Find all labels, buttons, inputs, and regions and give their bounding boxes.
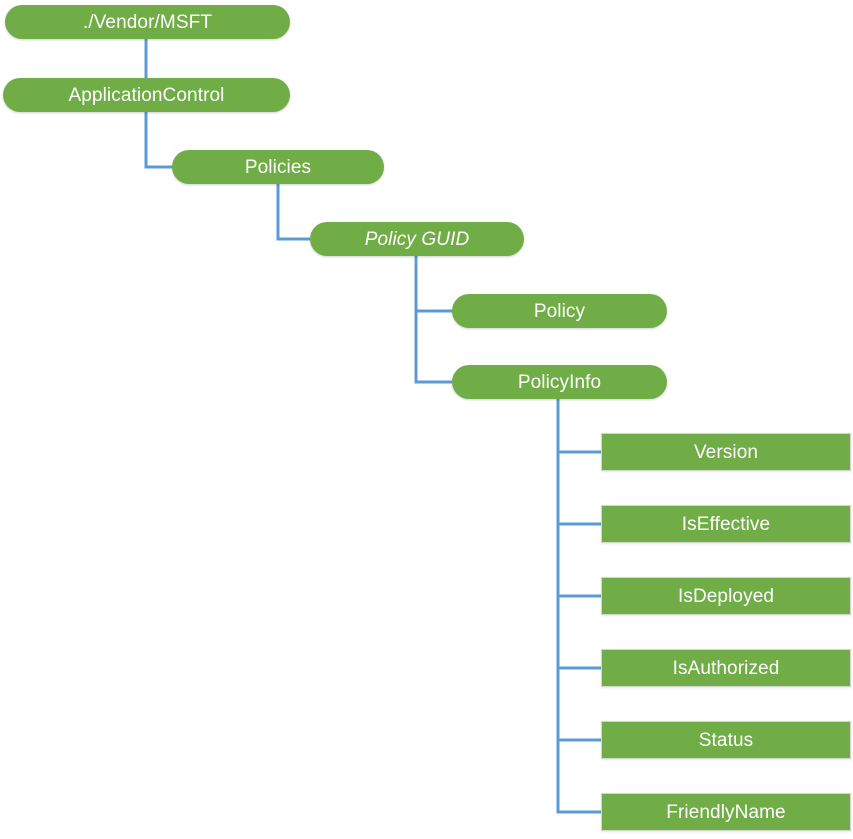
node-version[interactable]: Version [601,433,851,471]
node-application-control[interactable]: ApplicationControl [3,78,290,112]
connector-appcontrol-to-policies [144,112,172,169]
node-is-effective[interactable]: IsEffective [601,505,851,543]
connector-policyinfo-to-isdeployed [556,399,601,598]
node-friendly-name[interactable]: FriendlyName [601,793,851,831]
node-label-vendor-msft: ./Vendor/MSFT [82,11,213,33]
node-label-version: Version [693,441,759,463]
node-status[interactable]: Status [601,721,851,759]
node-policy-info[interactable]: PolicyInfo [452,365,667,399]
connector-policies-to-policyguid [276,184,310,241]
node-label-friendly-name: FriendlyName [666,801,786,823]
node-is-deployed[interactable]: IsDeployed [601,577,851,615]
node-label-policy-info: PolicyInfo [517,371,602,393]
connector-policyinfo-to-status [556,399,601,742]
connector-policyguid-to-policy [414,256,452,313]
node-label-policy-guid: Policy GUID [364,228,470,250]
connector-policyinfo-to-iseffective [556,399,601,526]
node-label-is-effective: IsEffective [681,513,771,535]
connector-policyinfo-to-friendlyname [556,399,601,814]
node-label-policies: Policies [244,156,312,178]
node-label-is-deployed: IsDeployed [677,585,775,607]
connector-policyguid-to-policyinfo [414,256,452,384]
connector-policyinfo-to-version [556,399,601,454]
node-policies[interactable]: Policies [172,150,384,184]
node-label-status: Status [698,729,754,751]
node-label-application-control: ApplicationControl [68,84,225,106]
node-policy-guid[interactable]: Policy GUID [310,222,524,256]
connector-policyinfo-to-isauthorized [556,399,601,670]
node-is-authorized[interactable]: IsAuthorized [601,649,851,687]
node-label-is-authorized: IsAuthorized [672,657,780,679]
node-vendor-msft[interactable]: ./Vendor/MSFT [5,5,290,39]
node-label-policy: Policy [533,300,586,322]
node-policy[interactable]: Policy [452,294,667,328]
